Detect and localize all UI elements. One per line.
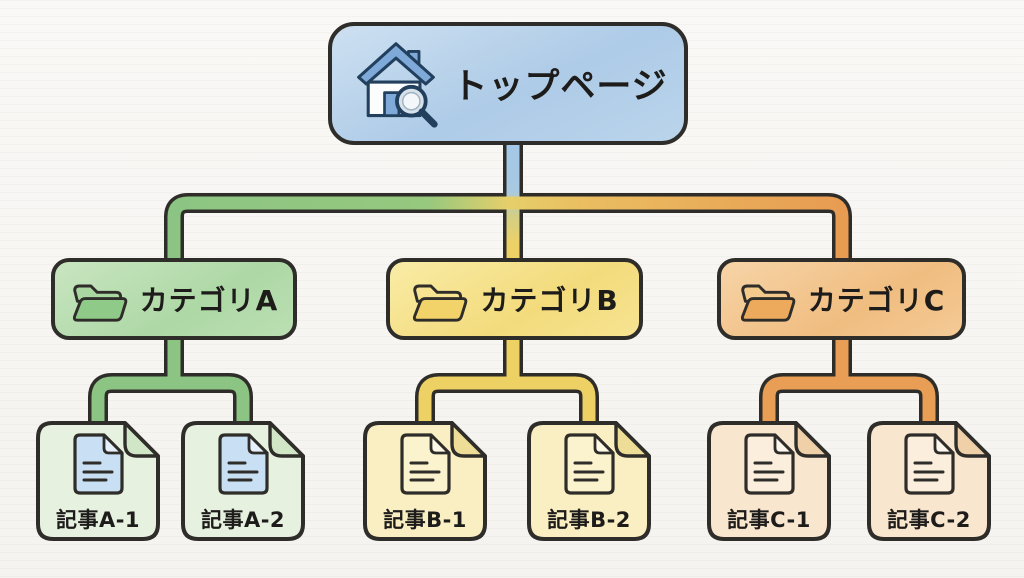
document-icon (744, 433, 795, 495)
top-page-label: トップページ (452, 67, 668, 107)
article-card-b2: 記事B-2 (526, 420, 652, 542)
article-b2-label: 記事B-2 (547, 508, 631, 532)
article-card-a2: 記事A-2 (180, 420, 306, 542)
article-card-b1: 記事B-1 (362, 420, 488, 542)
folder-icon (738, 277, 796, 322)
document-icon (400, 433, 451, 495)
category-c-label: カテゴリC (807, 284, 946, 317)
folder-icon (70, 277, 128, 322)
connector-cat-b-bar (418, 376, 596, 424)
connector-main-bar (167, 196, 849, 262)
document-icon (73, 433, 124, 495)
category-node-b: カテゴリB (386, 258, 643, 340)
top-page-node: トップページ (328, 22, 688, 145)
article-card-a1: 記事A-1 (35, 420, 161, 542)
article-c2-label: 記事C-2 (887, 508, 971, 532)
article-card-c2: 記事C-2 (866, 420, 992, 542)
category-node-c: カテゴリC (717, 258, 966, 340)
category-node-a: カテゴリA (51, 258, 297, 340)
category-b-label: カテゴリB (480, 284, 619, 317)
folder-icon (410, 277, 468, 322)
article-a1-label: 記事A-1 (55, 508, 141, 532)
article-a2-label: 記事A-2 (200, 508, 286, 532)
home-search-icon (348, 38, 444, 129)
document-icon (564, 433, 615, 495)
document-icon (904, 433, 955, 495)
article-b1-label: 記事B-1 (383, 508, 467, 532)
category-a-label: カテゴリA (139, 284, 279, 317)
connector-cat-a-bar (91, 376, 250, 424)
document-icon (218, 433, 269, 495)
article-card-c1: 記事C-1 (706, 420, 832, 542)
connector-cat-c-bar (762, 376, 936, 424)
article-c1-label: 記事C-1 (727, 508, 811, 532)
